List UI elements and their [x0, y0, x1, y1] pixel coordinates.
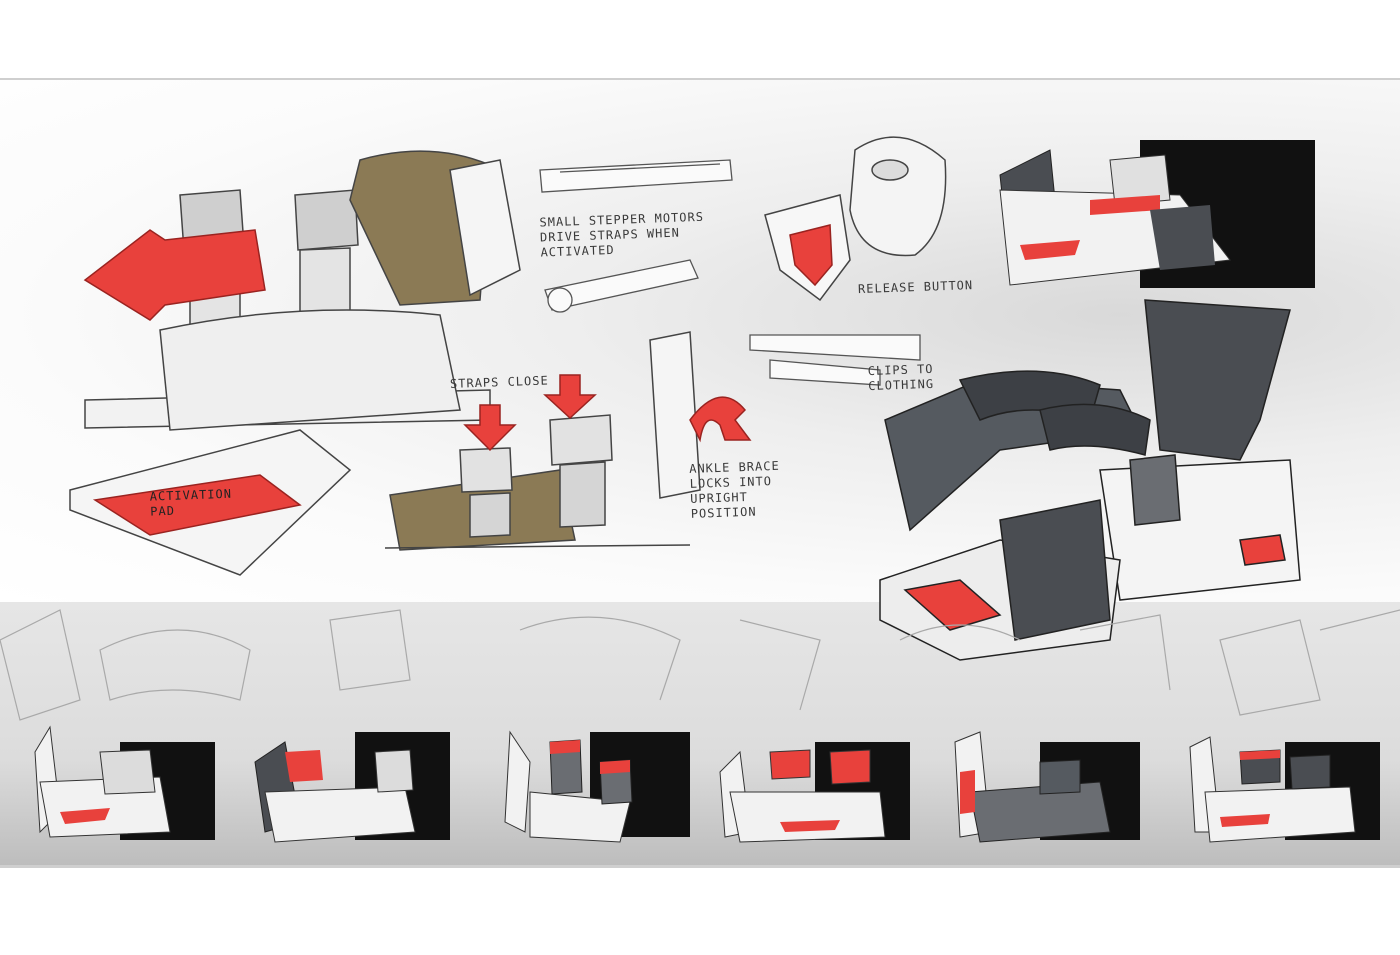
background-band-sketches [0, 609, 1400, 721]
thumbnail-band [0, 602, 1400, 865]
render-top-right [999, 140, 1315, 288]
clips-annotation: Clips to clothing [867, 361, 935, 394]
top-divider [0, 78, 1400, 80]
render-main [879, 299, 1301, 661]
clip-sketch [749, 334, 921, 386]
bottom-divider [0, 865, 1400, 868]
thumbnail-render-2 [254, 732, 450, 843]
left-binding-sketch [69, 150, 521, 576]
thumbnail-render-4 [719, 742, 910, 843]
thumbnail-render-6 [1189, 736, 1380, 843]
ankle-brace-annotation: Ankle brace locks into upright position [688, 458, 780, 521]
release-button-sketch [764, 136, 947, 302]
stepper-motor-sketch [539, 159, 733, 313]
thumbnail-render-5 [954, 731, 1140, 843]
thumbnail-render-1 [34, 725, 215, 840]
straps-close-sketch [384, 331, 752, 551]
activation-pad-annotation: Activation pad [149, 486, 233, 519]
stepper-motor-annotation: Small stepper motors drive straps when a… [539, 209, 705, 260]
thumbnail-render-3 [504, 730, 690, 843]
